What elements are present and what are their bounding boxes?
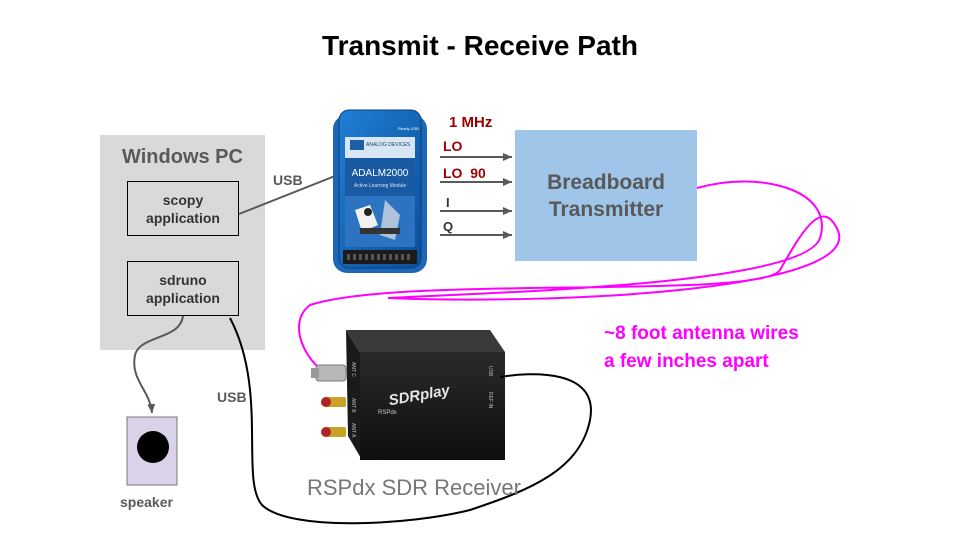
rsp-model-text: RSPdx <box>378 410 397 416</box>
scopy-label-line1: scopy <box>162 191 204 208</box>
receiver-wire <box>229 317 592 525</box>
rspdx-receiver-label: RSPdx SDR Receiver <box>307 475 521 500</box>
sdruno-application-box: sdruno application <box>127 261 239 316</box>
audio-cable <box>133 315 184 414</box>
ant-b-connector <box>321 397 346 407</box>
antenna-note-line2: a few inches apart <box>604 351 769 372</box>
usb-cable-scopy <box>238 175 336 215</box>
rsp-port-label-c: ANT C <box>350 362 356 377</box>
sdruno-label-line1: sdruno <box>159 271 207 288</box>
rsp-port-label-a: ANT A <box>350 423 356 438</box>
adalm-model-text: ADALM2000 <box>352 168 409 179</box>
adalm2000-device: ANALOG DEVICES ADALM2000 Active Learning… <box>333 109 427 273</box>
transmitter-label-line2: Transmitter <box>548 197 664 221</box>
rsp-rear-label-ref: REF IN <box>487 392 493 409</box>
i-label: I <box>446 195 450 210</box>
antenna-wire <box>297 180 840 368</box>
usb-label-bottom: USB <box>217 389 247 405</box>
lo90-label: LO 90 <box>443 165 486 181</box>
adalm-status-text: Ready USB <box>398 126 419 131</box>
rspdx-device: SDRplay RSPdx ANT C ANT B ANT A USB REF … <box>311 330 505 460</box>
antenna-note-line1: ~8 foot antenna wires <box>604 323 799 344</box>
transmitter-label-line1: Breadboard <box>547 170 665 194</box>
usb-label-top: USB <box>273 172 303 188</box>
ant-a-connector <box>321 427 346 437</box>
breadboard-transmitter-box: Breadboard Transmitter <box>515 130 697 261</box>
rsp-rear-label-usb: USB <box>487 366 493 377</box>
lo-label: LO <box>443 138 463 154</box>
speaker-cone-icon <box>137 431 169 463</box>
q-label: Q <box>443 219 454 234</box>
speaker-label: speaker <box>120 494 173 510</box>
windows-pc-label: Windows PC <box>122 146 243 168</box>
speaker <box>126 416 178 486</box>
frequency-label: 1 MHz <box>449 114 493 131</box>
ant-c-connector <box>311 364 347 382</box>
adalm-subtitle-text: Active Learning Module <box>354 183 406 189</box>
antenna-note: ~8 foot antenna wires a few inches apart <box>604 320 799 376</box>
scopy-label-line2: application <box>146 209 220 226</box>
scopy-application-box: scopy application <box>127 181 239 236</box>
rsp-port-label-b: ANT B <box>350 398 356 413</box>
diagram-title: Transmit - Receive Path <box>322 30 638 61</box>
sdruno-label-line2: application <box>146 289 220 306</box>
adalm-brand-text: ANALOG DEVICES <box>366 142 411 148</box>
